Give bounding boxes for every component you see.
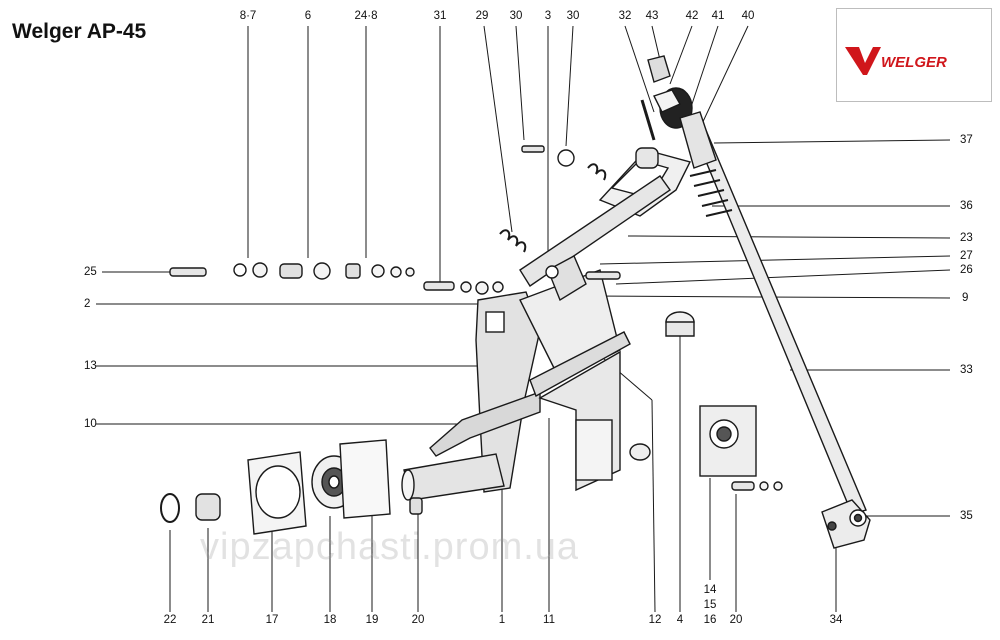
callout-label: 32: [618, 10, 632, 22]
callout-label: 29: [475, 10, 489, 22]
callout-label: 31: [433, 10, 447, 22]
callout-label: 24·8: [354, 10, 378, 22]
callout-label: 10: [84, 418, 97, 430]
callout-label: 41: [711, 10, 725, 22]
callout-label: 18: [323, 614, 337, 626]
callout-label: 34: [829, 614, 843, 626]
callout-label: 27: [960, 250, 973, 262]
callout-label: 2: [84, 298, 91, 310]
callout-label: 30: [509, 10, 523, 22]
callout-label: 40: [741, 10, 755, 22]
leader-lines: [96, 25, 951, 613]
callout-label: 37: [960, 134, 973, 146]
callout-label: 30: [566, 10, 580, 22]
welger-logo: WELGER: [836, 8, 992, 102]
callout-label: 12: [648, 614, 662, 626]
callout-label: 23: [960, 232, 973, 244]
callout-label: 16: [703, 614, 717, 626]
callout-label: 36: [960, 200, 973, 212]
parts-artwork: [160, 55, 871, 549]
callout-label: 14: [703, 584, 717, 596]
callout-label: 21: [201, 614, 215, 626]
callout-label: 11: [543, 614, 555, 626]
welger-v-mark: [845, 47, 881, 75]
callout-label: 6: [304, 10, 312, 22]
callout-label: 20: [411, 614, 425, 626]
callout-label: 1: [498, 614, 506, 626]
callout-label: 20: [729, 614, 743, 626]
callout-label: 8·7: [239, 10, 257, 22]
callout-label: 26: [960, 264, 973, 276]
callout-label: 42: [685, 10, 699, 22]
callout-label: 3: [544, 10, 552, 22]
welger-logo-graphic: WELGER: [845, 47, 947, 75]
callout-label: 17: [265, 614, 279, 626]
watermark: vipzapchasti.prom.ua: [200, 526, 580, 568]
callout-label: 19: [365, 614, 379, 626]
callout-label: 22: [163, 614, 177, 626]
callout-label: 15: [703, 599, 717, 611]
callout-label: 43: [645, 10, 659, 22]
welger-logo-text: WELGER: [881, 54, 947, 71]
callout-label: 33: [960, 364, 973, 376]
callout-label: 9: [962, 292, 969, 304]
callout-label: 4: [676, 614, 684, 626]
diagram-title: Welger AP-45: [12, 20, 147, 43]
callout-label: 25: [84, 266, 97, 278]
callout-label: 35: [960, 510, 973, 522]
callout-label: 13: [84, 360, 97, 372]
